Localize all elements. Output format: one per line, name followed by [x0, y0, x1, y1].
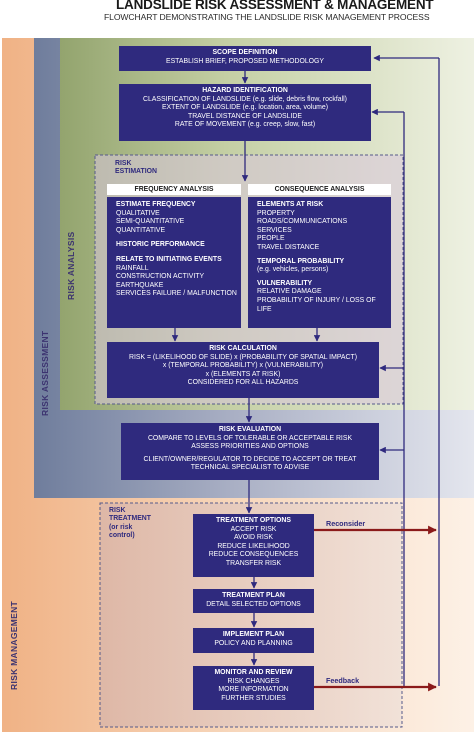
- frequency-item: SEMI-QUANTITATIVE: [116, 218, 185, 226]
- implement-plan-box: IMPLEMENT PLAN POLICY AND PLANNING: [193, 628, 314, 653]
- treatment-plan-box: TREATMENT PLAN DETAIL SELECTED OPTIONS: [193, 589, 314, 613]
- treatment-options-title: TREATMENT OPTIONS: [216, 517, 291, 524]
- implement-plan-line: POLICY AND PLANNING: [214, 639, 293, 647]
- consequence-item: TRAVEL DISTANCE: [257, 243, 320, 251]
- consequence-item: SERVICES: [257, 226, 292, 234]
- consequence-item: PEOPLE: [257, 235, 285, 243]
- page-title: LANDSLIDE RISK ASSESSMENT & MANAGEMENT: [116, 0, 434, 12]
- risk-treatment-label-line: (or risk: [109, 523, 133, 531]
- scope-title: SCOPE DEFINITION: [212, 49, 278, 56]
- treatment-option: REDUCE CONSEQUENCES: [208, 551, 299, 559]
- evaluation-line: CLIENT/OWNER/REGULATOR TO DECIDE TO ACCE…: [143, 455, 357, 463]
- frequency-item: RAINFALL: [116, 264, 149, 272]
- consequence-item: PROPERTY: [257, 209, 295, 217]
- consequence-group-title: TEMPORAL PROBABILITY: [257, 257, 345, 265]
- implement-plan-title: IMPLEMENT PLAN: [222, 631, 285, 638]
- frequency-item: QUALITATIVE: [116, 209, 160, 217]
- evaluation-title: RISK EVALUATION: [218, 426, 282, 433]
- frequency-item: CONSTRUCTION ACTIVITY: [116, 273, 205, 281]
- treatment-plan-line: DETAIL SELECTED OPTIONS: [206, 600, 301, 608]
- evaluation-line: TECHNICAL SPECIALIST TO ADVISE: [190, 464, 310, 472]
- scope-definition-box: SCOPE DEFINITION ESTABLISH BRIEF, PROPOS…: [119, 46, 371, 71]
- hazard-line: CLASSIFICATION OF LANDSLIDE (e.g. slide,…: [143, 95, 347, 103]
- calculation-line: x (ELEMENTS AT RISK): [205, 370, 281, 378]
- treatment-option: REDUCE LIKELIHOOD: [217, 542, 290, 550]
- monitor-review-line: RISK CHANGES: [227, 677, 280, 685]
- risk-estimation-label-line: RISK: [115, 160, 132, 167]
- risk-estimation-label-line: ESTIMATION: [115, 168, 157, 176]
- monitor-review-line: FURTHER STUDIES: [221, 694, 286, 702]
- calculation-line: x (TEMPORAL PROBABILITY) x (VULNERABILIT…: [162, 362, 324, 370]
- frequency-group-title: HISTORIC PERFORMANCE: [116, 241, 205, 249]
- risk-treatment-label-line: control): [109, 532, 135, 540]
- risk-calculation-box: RISK CALCULATION RISK = (LIKELIHOOD OF S…: [107, 342, 379, 398]
- monitor-review-box: MONITOR AND REVIEW RISK CHANGES MORE INF…: [193, 666, 314, 710]
- frequency-item: EARTHQUAKE: [116, 281, 164, 289]
- hazard-title: HAZARD IDENTIFICATION: [202, 87, 288, 94]
- risk-treatment-label-line: RISK: [109, 507, 126, 514]
- consequence-item: PROBABILITY OF INJURY / LOSS OF LIFE: [257, 296, 376, 313]
- treatment-option: TRANSFER RISK: [225, 559, 282, 567]
- calculation-title: RISK CALCULATION: [209, 345, 277, 352]
- consequence-group-title: VULNERABILITY: [257, 279, 313, 287]
- consequence-analysis-header: CONSEQUENCE ANALYSIS: [248, 184, 391, 195]
- treatment-option: ACCEPT RISK: [230, 525, 277, 533]
- frequency-item: SERVICES FAILURE / MALFUNCTION: [116, 290, 237, 298]
- risk-treatment-label: RISK TREATMENT (or risk control): [109, 507, 151, 541]
- treatment-options-box: TREATMENT OPTIONS ACCEPT RISK AVOID RISK…: [193, 514, 314, 577]
- risk-estimation-label: RISK ESTIMATION: [115, 160, 157, 177]
- frequency-group-title: ESTIMATE FREQUENCY: [116, 201, 196, 208]
- reconsider-label: Reconsider: [326, 519, 366, 528]
- hazard-line: TRAVEL DISTANCE OF LANDSLIDE: [188, 112, 302, 120]
- page-subtitle: FLOWCHART DEMONSTRATING THE LANDSLIDE RI…: [104, 12, 430, 22]
- monitor-review-title: MONITOR AND REVIEW: [214, 669, 293, 676]
- risk-treatment-label-line: TREATMENT: [109, 515, 151, 523]
- consequence-group-title: ELEMENTS AT RISK: [257, 201, 324, 208]
- consequence-item: (e.g. vehicles, persons): [257, 266, 329, 274]
- treatment-option: AVOID RISK: [234, 534, 273, 542]
- frequency-analysis-box: ESTIMATE FREQUENCY QUALITATIVE SEMI-QUAN…: [107, 197, 241, 328]
- consequence-item: ROADS/COMMUNICATIONS: [257, 218, 348, 226]
- evaluation-line: ASSESS PRIORITIES AND OPTIONS: [191, 443, 309, 451]
- risk-analysis-label: RISK ANALYSIS: [66, 231, 76, 300]
- risk-management-label: RISK MANAGEMENT: [9, 600, 19, 690]
- frequency-analysis-header: FREQUENCY ANALYSIS: [107, 184, 241, 195]
- calculation-line: CONSIDERED FOR ALL HAZARDS: [187, 379, 299, 387]
- scope-line: ESTABLISH BRIEF, PROPOSED METHODOLOGY: [165, 57, 324, 65]
- frequency-group-title: RELATE TO INITIATING EVENTS: [116, 255, 222, 263]
- feedback-label: Feedback: [326, 676, 360, 685]
- hazard-line: EXTENT OF LANDSLIDE (e.g. location, area…: [161, 104, 329, 112]
- calculation-line: RISK = (LIKELIHOOD OF SLIDE) x (PROBABIL…: [128, 353, 357, 361]
- risk-assessment-label: RISK ASSESSMENT: [40, 330, 50, 416]
- evaluation-line: COMPARE TO LEVELS OF TOLERABLE OR ACCEPT…: [147, 434, 353, 442]
- risk-evaluation-box: RISK EVALUATION COMPARE TO LEVELS OF TOL…: [121, 423, 379, 480]
- frequency-item: QUANTITATIVE: [116, 226, 166, 234]
- treatment-plan-title: TREATMENT PLAN: [222, 592, 285, 599]
- hazard-identification-box: HAZARD IDENTIFICATION CLASSIFICATION OF …: [119, 84, 371, 141]
- consequence-item: RELATIVE DAMAGE: [257, 288, 322, 296]
- consequence-analysis-box: ELEMENTS AT RISK PROPERTY ROADS/COMMUNIC…: [248, 197, 391, 328]
- monitor-review-line: MORE INFORMATION: [218, 686, 289, 694]
- hazard-line: RATE OF MOVEMENT (e.g. creep, slow, fast…: [174, 121, 316, 129]
